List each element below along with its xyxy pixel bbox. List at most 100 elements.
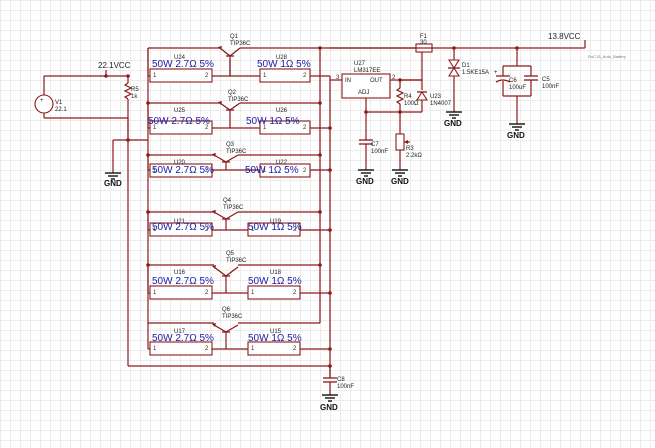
regulator-u27[interactable] [341,73,391,99]
resistor-u16[interactable] [149,285,213,300]
svg-text:2: 2 [303,125,307,131]
stage-6: 1 2 U17 50W 2.7Ω 5% Q6 TIP36C 1 2 U15 50… [147,307,330,356]
stage-2: 1 2 U25 50W 2.7Ω 5% Q2 TIP36C 1 2 U26 50… [147,90,330,135]
d1-value: 1.5KE15A [462,70,489,76]
q6-ref: Q6 [222,307,231,313]
q1-value: TIP36C [230,41,251,47]
u22-ref: U22 [276,160,288,166]
u23-ref: U23 [430,94,442,100]
u18-ref: U18 [270,270,282,276]
svg-text:2: 2 [303,168,307,174]
v1-value: 22.1 [55,107,67,113]
u27-ref: U27 [354,61,366,67]
q6-value: TIP36C [222,314,243,320]
svg-text:1: 1 [263,168,267,174]
q1-ref: Q1 [230,34,239,40]
u25-value: 50W 2.7Ω 5% [148,116,210,127]
u28-ref: U28 [276,55,288,61]
net-label-vout: 13.8VCC [548,32,581,41]
c8-value: 100nF [337,384,354,390]
u24-ref: U24 [174,55,186,61]
u16-value: 50W 2.7Ω 5% [152,276,214,287]
q3-value: TIP36C [226,149,247,155]
svg-text:1: 1 [153,346,157,352]
stage-4: 1 2 U21 50W 2.7Ω 5% Q4 TIP36C 1 2 U19 50… [147,198,330,237]
svg-text:1: 1 [263,125,267,131]
svg-text:1: 1 [251,290,255,296]
u19-ref: U19 [270,219,282,225]
regulator-section: 3 IN OUT ADJ U27 LM317EE 2 R4 100Ω U23 1… [320,47,452,186]
svg-text:1: 1 [251,346,255,352]
q4-ref: Q4 [223,198,232,204]
gnd-label-c8: GND [320,403,338,412]
u19-value: 50W 1Ω 5% [248,222,302,233]
u20-ref: U20 [174,160,186,166]
r5-value: 1k [131,94,138,100]
u25-ref: U25 [174,108,186,114]
c7-value: 100nF [371,149,388,155]
f1-ref: F1 [420,34,428,40]
u23-value: 1N4007 [430,101,452,107]
svg-text:1: 1 [153,227,157,233]
u15-value: 50W 1Ω 5% [248,333,302,344]
buses [128,46,332,378]
c5-ref: C5 [542,77,550,83]
diode-u23[interactable] [416,90,428,101]
svg-text:1: 1 [263,73,267,79]
svg-text:2: 2 [205,73,209,79]
resistor-r5[interactable] [123,82,133,100]
u20-value: 50W 2.7Ω 5% [152,165,214,176]
u16-ref: U16 [174,270,186,276]
resistor-r3[interactable] [395,133,405,151]
stage-3: 1 2 U20 50W 2.7Ω 5% Q3 TIP36C 1 2 U22 50… [147,142,330,178]
capacitor-c8-group: C8 100nF GND [320,366,354,412]
u17-value: 50W 2.7Ω 5% [152,333,214,344]
tvs-diode-d1[interactable] [448,59,460,70]
reg-in-pin: IN [345,78,351,84]
svg-text:1: 1 [153,290,157,296]
output-section: F1 30 D1 1.5KE15A GND + C6 100uF [330,32,626,140]
resistor-u24[interactable] [149,68,213,83]
r3-value: 2.2kΩ [406,153,422,159]
svg-text:2: 2 [293,346,297,352]
u18-value: 50W 1Ω 5% [248,276,302,287]
net-label-vin: 22.1VCC [98,61,131,70]
r3-ref: R3 [406,146,414,152]
svg-text:2: 2 [205,125,209,131]
u21-ref: U21 [174,219,186,225]
reg-out-pin: OUT [370,78,383,84]
reg-adj-pin: ADJ [358,90,369,96]
svg-text:2: 2 [205,290,209,296]
q5-value: TIP36C [226,258,247,264]
q2-ref: Q2 [228,90,237,96]
u27-value: LM317EE [354,68,380,74]
voltage-source-v1[interactable] [34,94,54,114]
r4-value: 100Ω [404,101,419,107]
f1-value: 30 [420,40,427,46]
svg-text:1: 1 [153,73,157,79]
c6-ref: C6 [509,78,517,84]
svg-text:2: 2 [205,168,209,174]
input-section: + V1 22.1 22.1VCC R5 1k GND [34,61,330,367]
r4-ref: R4 [404,94,412,100]
svg-text:3: 3 [336,75,340,81]
svg-text:1: 1 [153,125,157,131]
q2-value: TIP36C [228,97,249,103]
resistor-r4[interactable] [395,87,405,105]
c5-value: 100nF [542,84,559,90]
svg-text:1: 1 [153,168,157,174]
q5-ref: Q5 [226,251,235,257]
svg-text:+: + [494,70,498,76]
svg-text:+: + [40,98,44,104]
svg-text:1: 1 [251,227,255,233]
u15-ref: U15 [270,329,282,335]
stage-1: 1 2 U24 50W 2.7Ω 5% Q1 TIP36C 1 2 U28 50… [147,34,330,83]
svg-text:2: 2 [392,75,396,81]
stage-5: 1 2 U16 50W 2.7Ω 5% Q5 TIP36C 1 2 U18 50… [147,251,330,300]
c6-value: 100uF [509,85,526,91]
gnd-label-c5c6: GND [507,131,525,140]
q3-ref: Q3 [226,142,235,148]
svg-text:2: 2 [293,290,297,296]
